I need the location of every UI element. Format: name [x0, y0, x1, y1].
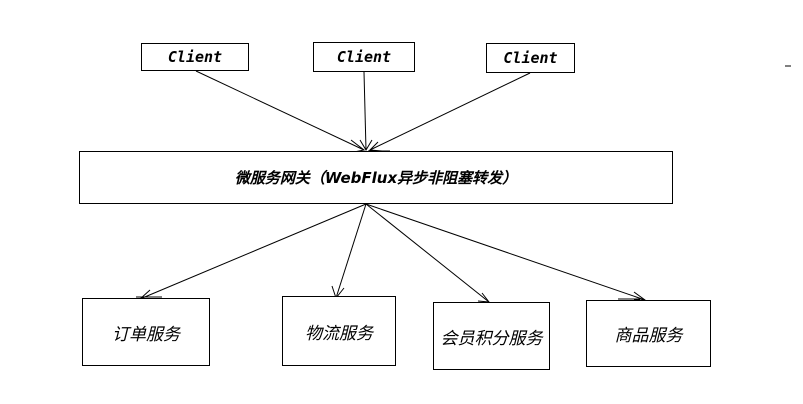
client-label-1: Client	[167, 48, 223, 66]
client-box-1: Client	[141, 43, 249, 71]
gateway-box: 微服务网关（WebFlux异步非阻塞转发）	[79, 151, 673, 204]
client-label-3: Client	[503, 49, 558, 67]
service-label-product: 商品服务	[614, 326, 683, 346]
gateway-label: 微服务网关（WebFlux异步非阻塞转发）	[234, 169, 518, 187]
service-label-order: 订单服务	[112, 324, 180, 345]
service-box-points: 会员积分服务	[433, 302, 550, 370]
client-arrow-2	[359, 71, 373, 151]
service-box-logistics: 物流服务	[282, 296, 396, 366]
client-arrow-3	[368, 72, 531, 152]
service-box-product: 商品服务	[586, 300, 711, 367]
client-arrow-1	[195, 70, 366, 153]
client-label-2: Client	[336, 48, 392, 66]
service-label-points: 会员积分服务	[440, 328, 543, 349]
service-arrow-product	[365, 203, 647, 301]
client-box-2: Client	[313, 42, 415, 72]
service-arrow-points	[365, 203, 491, 303]
service-label-logistics: 物流服务	[305, 323, 373, 344]
service-arrow-logistics	[331, 203, 367, 300]
service-box-order: 订单服务	[82, 298, 210, 366]
service-arrow-order	[138, 203, 367, 301]
client-box-3: Client	[486, 43, 575, 73]
